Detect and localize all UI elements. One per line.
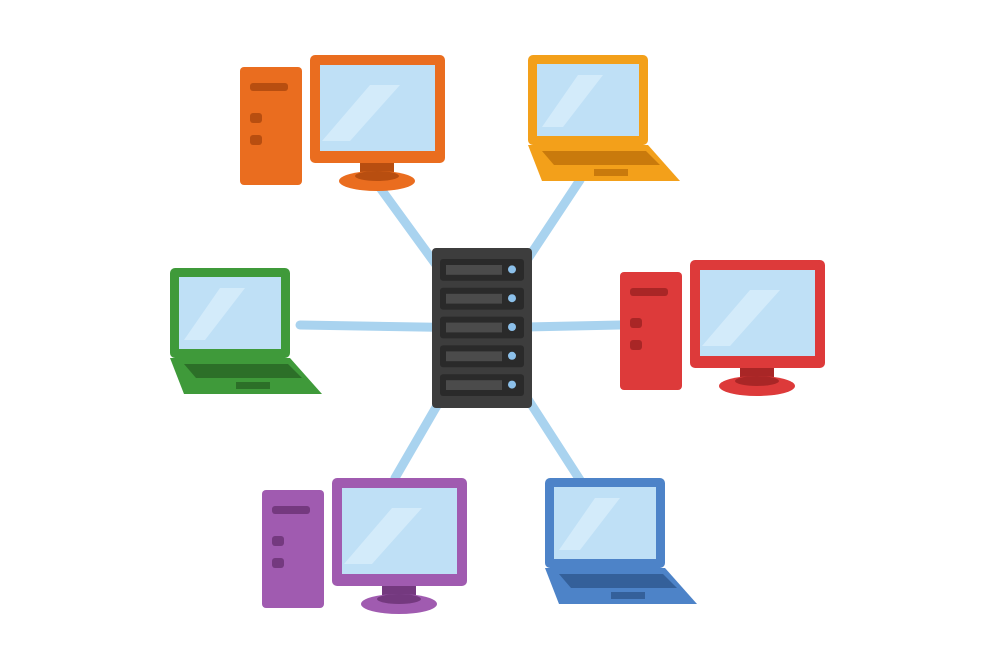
central-server — [432, 248, 532, 408]
tower-case — [262, 490, 324, 608]
tower-drive-slot — [250, 83, 288, 91]
laptop-touchpad — [611, 592, 645, 599]
server-drive-panel — [446, 293, 502, 304]
laptop-keyboard — [542, 151, 660, 165]
server-led — [508, 380, 516, 389]
tower-case — [240, 67, 302, 185]
tower-button — [250, 113, 262, 123]
server-led — [508, 294, 516, 303]
network-nodes — [170, 55, 825, 614]
server-drive-panel — [446, 322, 502, 333]
tower-drive-slot — [630, 288, 668, 296]
tower-button — [630, 340, 642, 350]
server-led — [508, 351, 516, 360]
desktop-top-left — [240, 55, 445, 191]
laptop-bottom-right — [545, 478, 697, 604]
monitor-base-shadow — [355, 171, 399, 181]
screen-glare — [559, 498, 620, 550]
server-drive-panel — [446, 380, 502, 390]
monitor-base-shadow — [735, 376, 779, 386]
screen-glare — [184, 288, 245, 340]
monitor-base-shadow — [377, 594, 421, 604]
laptop-touchpad — [236, 382, 270, 389]
tower-button — [630, 318, 642, 328]
tower-case — [620, 272, 682, 390]
desktop-middle-right — [620, 260, 825, 396]
server-drive-panel — [446, 265, 502, 275]
laptop-touchpad — [594, 169, 628, 176]
tower-drive-slot — [272, 506, 310, 514]
server-drive-panel — [446, 351, 502, 362]
laptop-keyboard — [559, 574, 677, 588]
screen-glare — [322, 85, 400, 141]
screen-glare — [702, 290, 780, 346]
laptop-keyboard — [184, 364, 302, 378]
desktop-bottom-left — [262, 478, 467, 614]
tower-button — [272, 558, 284, 568]
tower-button — [272, 536, 284, 546]
screen-glare — [542, 75, 603, 127]
server-led — [508, 323, 516, 331]
tower-button — [250, 135, 262, 145]
server-led — [508, 265, 516, 274]
screen-glare — [344, 508, 422, 564]
laptop-top-right — [528, 55, 680, 181]
laptop-middle-left — [170, 268, 322, 394]
